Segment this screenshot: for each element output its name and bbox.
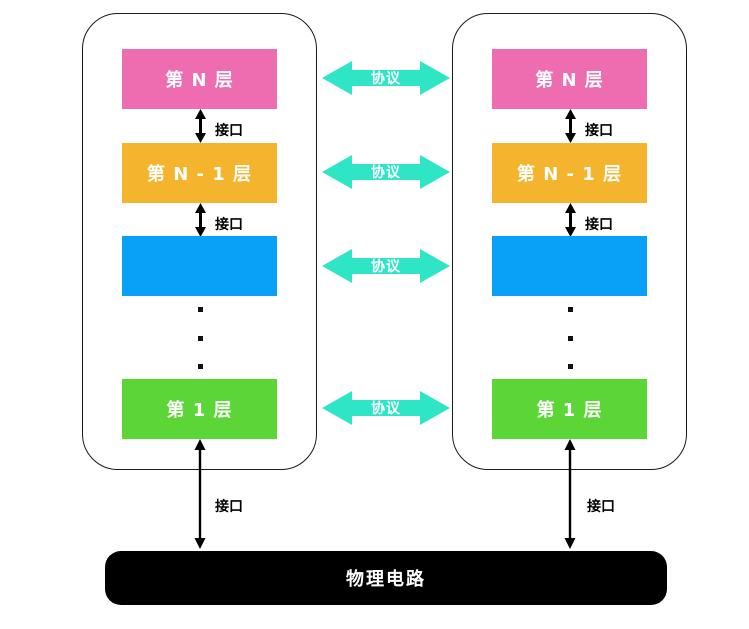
- interface-double-arrow-icon: [194, 439, 206, 549]
- layer-1-box: 第 1 层: [122, 379, 277, 439]
- layer-mid-box: [122, 236, 277, 296]
- interface-label: 接口: [587, 499, 615, 515]
- protocol-arrow: 协议: [322, 248, 450, 284]
- interface-double-arrow-icon: [565, 203, 576, 237]
- ellipsis-dot: [198, 307, 203, 312]
- protocol-arrow: 协议: [322, 390, 450, 426]
- ellipsis-dot: [568, 336, 573, 341]
- layer-1-label: 第 1 层: [166, 400, 233, 421]
- layer-1-box: 第 1 层: [492, 379, 647, 439]
- layer-n-box: 第 N 层: [492, 49, 647, 109]
- double-headed-arrow-icon: [322, 249, 450, 283]
- interface-double-arrow-icon: [564, 439, 576, 549]
- interface-label: 接口: [585, 123, 613, 139]
- layer-n-1-label: 第 N - 1 层: [516, 164, 623, 185]
- host-stack-left: 第 N 层 接口 第 N - 1 层 接口 第 1 层: [82, 13, 317, 470]
- layer-n-1-label: 第 N - 1 层: [146, 164, 253, 185]
- physical-circuit-box: 物理电路: [105, 551, 667, 605]
- interface-double-arrow-icon: [195, 109, 206, 143]
- interface-double-arrow-icon: [195, 203, 206, 237]
- protocol-label: 协议: [371, 259, 401, 275]
- double-headed-arrow-icon: [322, 61, 450, 95]
- interface-label: 接口: [215, 217, 243, 233]
- protocol-arrow: 协议: [322, 60, 450, 96]
- protocol-arrow: 协议: [322, 154, 450, 190]
- protocol-label: 协议: [371, 71, 401, 87]
- interface-double-arrow-icon: [565, 109, 576, 143]
- interface-label: 接口: [215, 123, 243, 139]
- layer-n-label: 第 N 层: [535, 70, 604, 91]
- protocol-label: 协议: [371, 401, 401, 417]
- interface-label: 接口: [215, 499, 243, 515]
- layer-n-box: 第 N 层: [122, 49, 277, 109]
- physical-circuit-label: 物理电路: [346, 569, 426, 590]
- layer-n-label: 第 N 层: [165, 70, 234, 91]
- layer-1-label: 第 1 层: [536, 400, 603, 421]
- layer-n-1-box: 第 N - 1 层: [122, 143, 277, 203]
- host-stack-right: 第 N 层 接口 第 N - 1 层 接口 第 1 层: [452, 13, 687, 470]
- ellipsis-dot: [198, 336, 203, 341]
- layer-n-1-box: 第 N - 1 层: [492, 143, 647, 203]
- layer-mid-box: [492, 236, 647, 296]
- ellipsis-dot: [568, 364, 573, 369]
- double-headed-arrow-icon: [322, 391, 450, 425]
- interface-label: 接口: [585, 217, 613, 233]
- ellipsis-dot: [198, 364, 203, 369]
- protocol-label: 协议: [371, 165, 401, 181]
- double-headed-arrow-icon: [322, 155, 450, 189]
- ellipsis-dot: [568, 307, 573, 312]
